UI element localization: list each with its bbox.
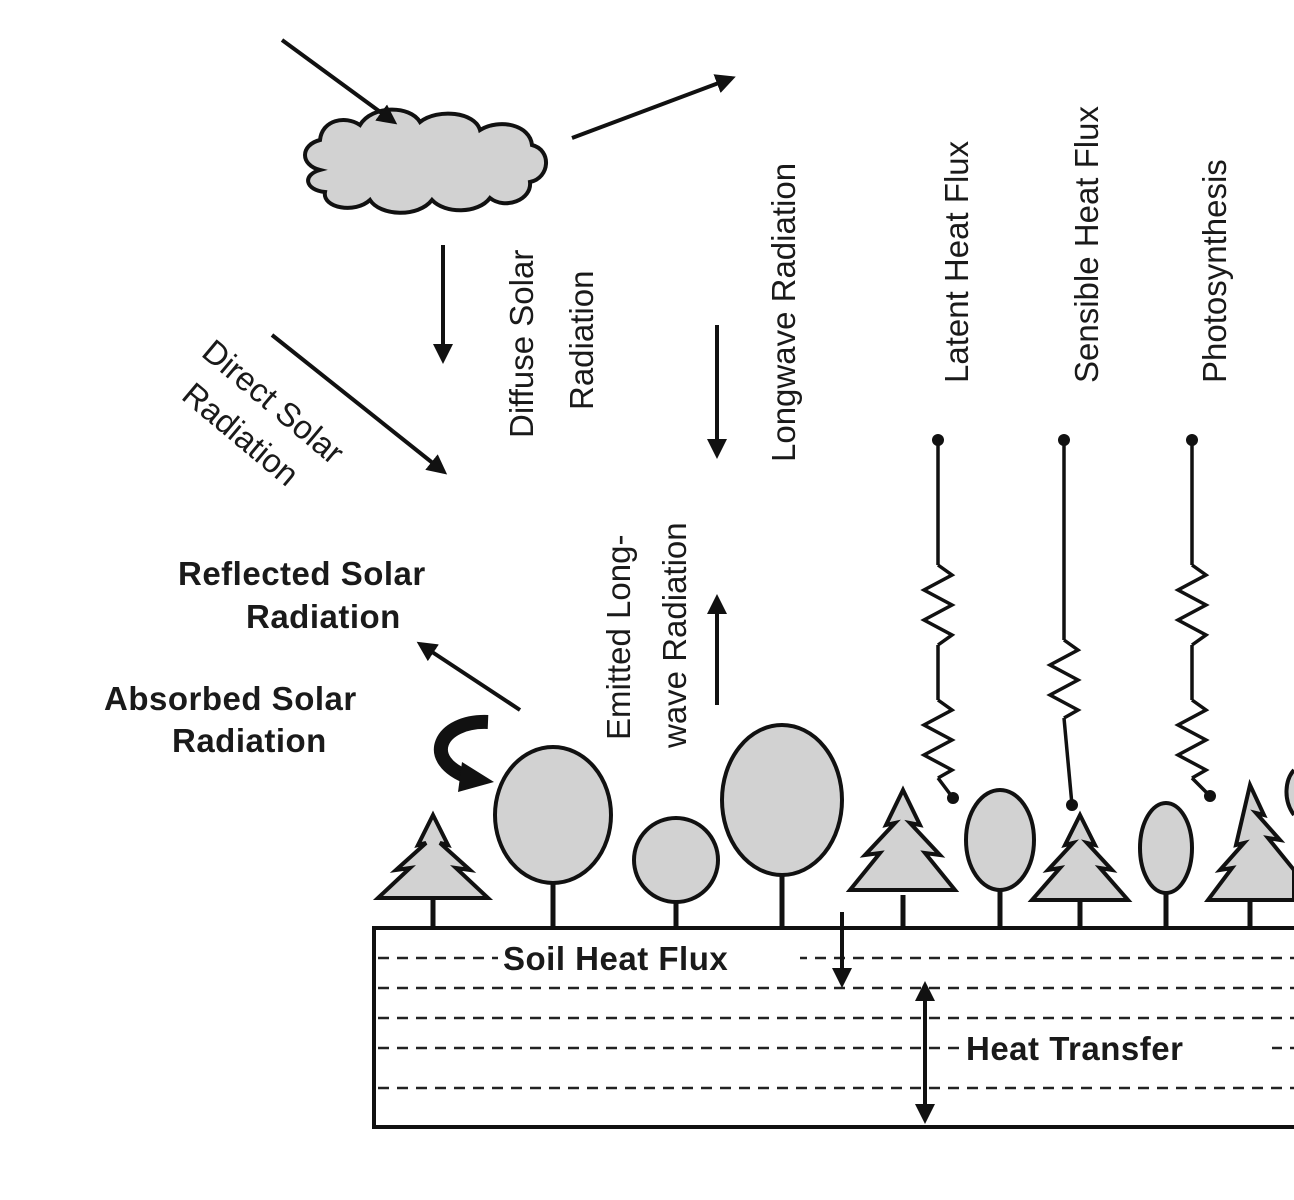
resistor-spring-icon bbox=[1174, 563, 1210, 647]
resistor-spring-icon bbox=[1046, 638, 1082, 720]
tree-row bbox=[372, 723, 1294, 930]
latent-heat-label: Latent Heat Flux bbox=[938, 140, 975, 383]
resistor-spring-icon bbox=[920, 563, 956, 647]
photosynthesis-label: Photosynthesis bbox=[1196, 159, 1233, 383]
emitted-longwave-label-line2: wave Radiation bbox=[656, 522, 693, 749]
direct-solar-arrow bbox=[270, 333, 448, 475]
conifer-tree-icon bbox=[1204, 778, 1294, 930]
reflected-solar-label-line2: Radiation bbox=[246, 598, 401, 635]
heat-transfer-label: Heat Transfer bbox=[966, 1030, 1183, 1067]
photosynthesis-resistor bbox=[1174, 434, 1216, 802]
emitted-longwave-label-line1: Emitted Long- bbox=[600, 535, 637, 740]
diffuse-solar-label-line2: Radiation bbox=[563, 271, 600, 410]
absorbed-solar-label-line2: Radiation bbox=[172, 722, 327, 759]
reflected-solar-arrow bbox=[416, 641, 522, 712]
deciduous-tree-icon bbox=[1284, 768, 1294, 817]
sensible-heat-label: Sensible Heat Flux bbox=[1068, 106, 1105, 383]
reflected-solar-label-line1: Reflected Solar bbox=[178, 555, 426, 592]
longwave-label: Longwave Radiation bbox=[765, 163, 802, 462]
soil-heat-flux-label: Soil Heat Flux bbox=[503, 940, 728, 977]
absorbed-solar-label-line1: Absorbed Solar bbox=[104, 680, 357, 717]
conifer-tree-icon bbox=[372, 810, 494, 930]
deciduous-tree-icon bbox=[493, 745, 613, 930]
conifer-tree-icon bbox=[845, 785, 960, 930]
diffuse-solar-label-line1: Diffuse Solar bbox=[503, 250, 540, 438]
curved-arrow-icon bbox=[433, 714, 494, 792]
deciduous-tree-icon bbox=[1138, 801, 1194, 930]
cloud-icon bbox=[303, 107, 548, 215]
outgoing-radiation-arrow bbox=[571, 74, 736, 140]
sensible-heat-resistor bbox=[1046, 434, 1082, 811]
deciduous-tree-icon bbox=[632, 816, 720, 930]
incoming-solar-arrow bbox=[280, 38, 398, 125]
conifer-tree-icon bbox=[1027, 810, 1133, 930]
latent-heat-resistor bbox=[920, 434, 959, 804]
deciduous-tree-icon bbox=[720, 723, 844, 930]
deciduous-tree-icon bbox=[964, 788, 1036, 930]
